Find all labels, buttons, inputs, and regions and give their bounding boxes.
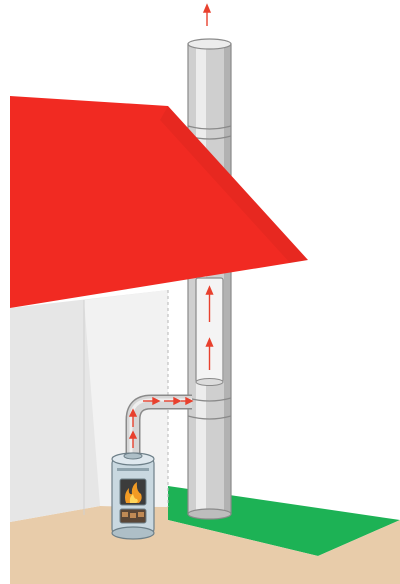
exhaust-arrow-above-chimney [204,5,210,26]
roof-icon [10,96,308,308]
